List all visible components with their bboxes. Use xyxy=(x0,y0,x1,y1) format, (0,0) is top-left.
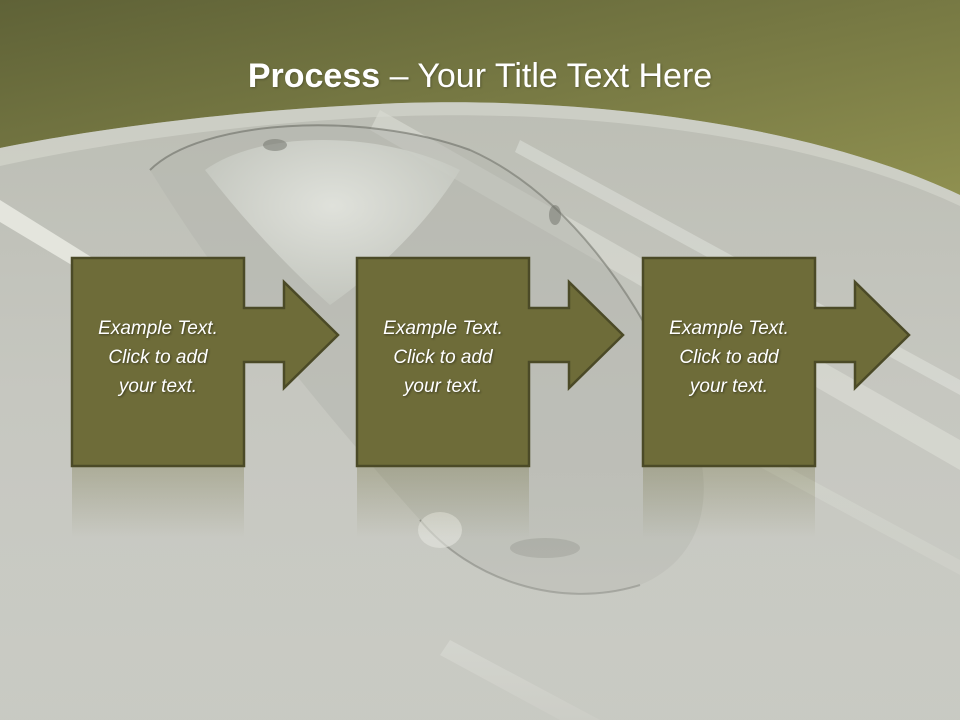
step-text-line: your text. xyxy=(403,376,483,397)
process-step-3[interactable]: Example Text. Click to add your text. xyxy=(641,256,913,548)
right-arrow-icon xyxy=(855,282,909,388)
step-text-line: your text. xyxy=(118,376,198,397)
step-text-line: Click to add xyxy=(108,347,208,368)
right-arrow-icon xyxy=(284,282,338,388)
step-text-line: Example Text. xyxy=(98,318,218,339)
process-step-2[interactable]: Example Text. Click to add your text. xyxy=(355,256,627,548)
step-text-line: Example Text. xyxy=(669,318,789,339)
process-step-3-shape xyxy=(641,256,911,538)
title-separator: – xyxy=(380,57,418,95)
step-text-line: Click to add xyxy=(393,347,493,368)
right-arrow-icon xyxy=(569,282,623,388)
process-step-2-shape xyxy=(355,256,625,538)
slide-title[interactable]: Process – Your Title Text Here xyxy=(0,56,960,96)
title-bold: Process xyxy=(247,57,381,95)
process-step-1-shape xyxy=(70,256,340,538)
step-text-line: your text. xyxy=(689,376,769,397)
step-text-line: Click to add xyxy=(679,347,779,368)
process-step-3-text: Example Text. Click to add your text. xyxy=(643,314,815,401)
title-rest: Your Title Text Here xyxy=(417,57,713,95)
process-step-2-text: Example Text. Click to add your text. xyxy=(357,314,529,401)
process-step-1[interactable]: Example Text. Click to add your text. xyxy=(70,256,342,548)
step-text-line: Example Text. xyxy=(383,318,503,339)
process-step-1-text: Example Text. Click to add your text. xyxy=(72,314,244,401)
